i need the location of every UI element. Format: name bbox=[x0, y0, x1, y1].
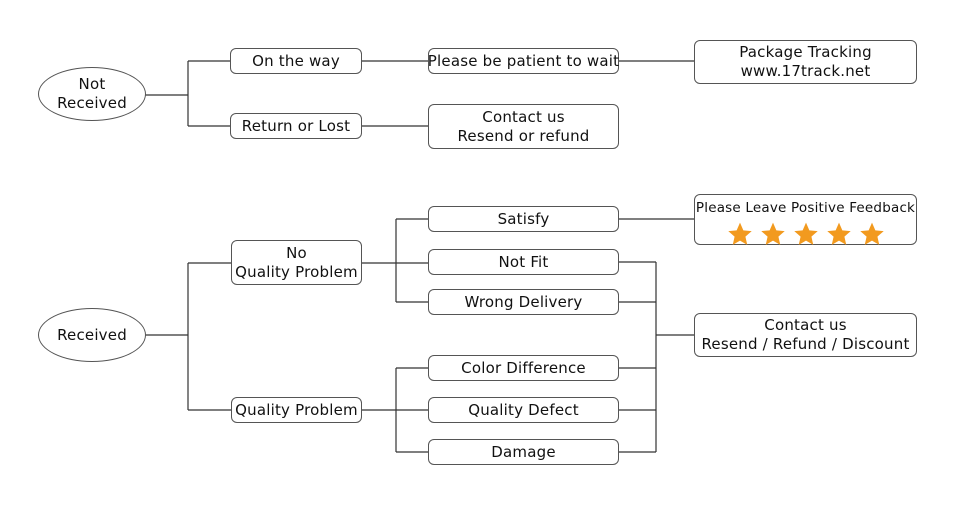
not-received-node: Not Received bbox=[38, 67, 146, 121]
no-quality-problem-node: No Quality Problem bbox=[231, 240, 362, 285]
quality-problem-node: Quality Problem bbox=[231, 397, 362, 423]
quality-defect-node: Quality Defect bbox=[428, 397, 619, 423]
positive-feedback-node: Please Leave Positive Feedback bbox=[694, 194, 917, 245]
contact-discount-node: Contact us Resend / Refund / Discount bbox=[694, 313, 917, 357]
received-label: Received bbox=[57, 325, 127, 344]
contact-discount-line2: Resend / Refund / Discount bbox=[701, 335, 910, 353]
contact-refund-node: Contact us Resend or refund bbox=[428, 104, 619, 149]
rating-stars bbox=[727, 221, 885, 247]
contact-line2: Resend or refund bbox=[457, 126, 590, 145]
not-fit-node: Not Fit bbox=[428, 249, 619, 275]
damage-label: Damage bbox=[491, 442, 556, 461]
on-the-way-node: On the way bbox=[230, 48, 362, 74]
satisfy-node: Satisfy bbox=[428, 206, 619, 232]
feedback-label: Please Leave Positive Feedback bbox=[695, 200, 916, 216]
wrong-delivery-node: Wrong Delivery bbox=[428, 289, 619, 315]
return-or-lost-node: Return or Lost bbox=[230, 113, 362, 139]
wrong-delivery-label: Wrong Delivery bbox=[464, 292, 583, 311]
not-received-line1: Not bbox=[78, 75, 106, 93]
star-icon bbox=[727, 222, 752, 245]
quality-problem-label: Quality Problem bbox=[235, 400, 358, 419]
no-quality-line2: Quality Problem bbox=[235, 262, 358, 281]
return-or-lost-label: Return or Lost bbox=[241, 116, 351, 135]
package-tracking-node: Package Tracking www.17track.net bbox=[694, 40, 917, 84]
not-fit-label: Not Fit bbox=[498, 252, 549, 271]
satisfy-label: Satisfy bbox=[497, 209, 550, 228]
star-icon bbox=[760, 222, 785, 245]
on-the-way-label: On the way bbox=[252, 51, 340, 70]
color-difference-node: Color Difference bbox=[428, 355, 619, 381]
contact-line1: Contact us bbox=[482, 107, 565, 126]
tracking-line2: www.17track.net bbox=[740, 62, 871, 80]
color-difference-label: Color Difference bbox=[461, 358, 586, 377]
star-icon bbox=[826, 222, 851, 245]
star-icon bbox=[793, 222, 818, 245]
received-node: Received bbox=[38, 308, 146, 362]
be-patient-label: Please be patient to wait bbox=[427, 51, 620, 70]
not-received-line2: Received bbox=[57, 94, 127, 112]
damage-node: Damage bbox=[428, 439, 619, 465]
be-patient-node: Please be patient to wait bbox=[428, 48, 619, 74]
tracking-line1: Package Tracking bbox=[739, 43, 872, 61]
no-quality-line1: No bbox=[286, 243, 307, 262]
quality-defect-label: Quality Defect bbox=[468, 400, 579, 419]
star-icon bbox=[859, 222, 884, 245]
contact-discount-line1: Contact us bbox=[764, 316, 847, 334]
